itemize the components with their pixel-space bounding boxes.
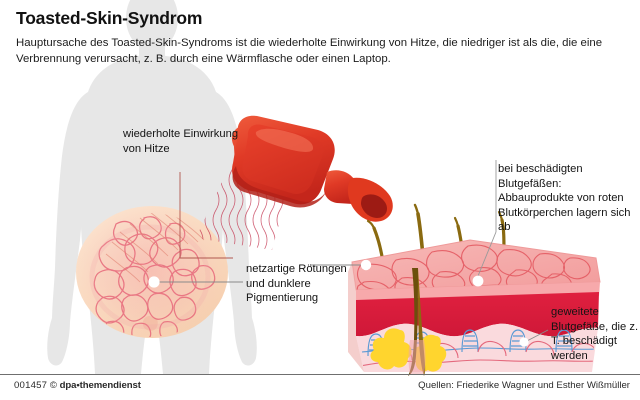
hot-water-bottle bbox=[231, 115, 393, 222]
annotation-dilated-vessels: geweitete Blutgefäße, die z. T. beschädi… bbox=[551, 306, 639, 362]
heat-streaks-on-skin bbox=[105, 213, 205, 283]
marker-dots bbox=[148, 259, 529, 347]
marker-dot-dermis bbox=[472, 275, 484, 287]
leader-dilated bbox=[524, 329, 549, 343]
marker-dot-vessels bbox=[519, 337, 529, 347]
annotation-repeated-heat: wiederholte Einwirkung von Hitze bbox=[123, 128, 239, 155]
leader-lines bbox=[154, 172, 549, 343]
block-left-face bbox=[348, 262, 364, 372]
rash-halo bbox=[89, 224, 211, 330]
reticular-rash-patch bbox=[93, 216, 216, 337]
copyright-icon: © bbox=[49, 380, 57, 391]
skin-cross-section-block bbox=[348, 203, 601, 376]
page-subtitle: Hauptursache des Toasted-Skin-Syndroms i… bbox=[16, 37, 603, 65]
leader-heat bbox=[179, 172, 233, 259]
marker-dot-rash bbox=[148, 276, 160, 288]
page-title: Toasted-Skin-Syndrom bbox=[16, 8, 203, 28]
marker-dot-surface bbox=[360, 259, 372, 271]
footer-divider bbox=[0, 374, 640, 375]
annotation-damaged-vessels: bei beschädigten Blutgefäßen: Abbauprodu… bbox=[498, 163, 631, 234]
annotation-net-redness: netzartige Rötungen und dunklere Pigment… bbox=[246, 263, 347, 305]
footer-sources: Quellen: Friederike Wagner und Esther Wi… bbox=[418, 380, 630, 391]
footer-credit: 001457 © dpa•themendienst bbox=[14, 380, 141, 391]
footer-brand: dpa•themendienst bbox=[59, 380, 141, 391]
leader-vessels-to-dot bbox=[477, 231, 497, 277]
footer-id-number: 001457 bbox=[14, 380, 48, 391]
